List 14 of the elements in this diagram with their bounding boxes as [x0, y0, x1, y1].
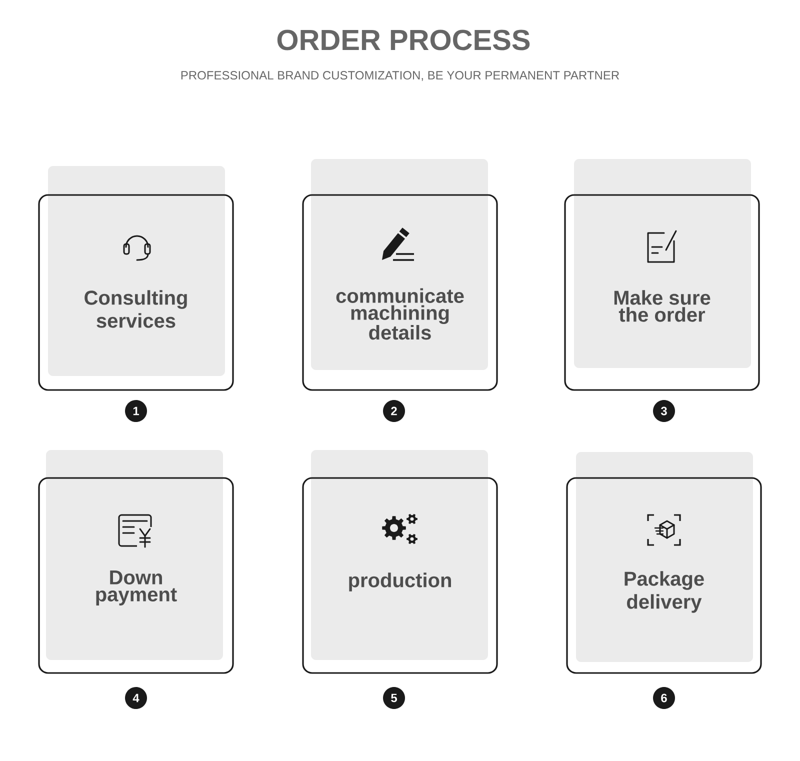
step-card: production: [302, 450, 498, 674]
step-number: 3: [653, 400, 675, 422]
step-card: Package delivery: [566, 452, 762, 674]
step-card: Make sure the order: [564, 159, 760, 391]
step-card: communicate machining details: [302, 159, 498, 391]
title: ORDER PROCESS: [277, 30, 530, 50]
step-number: 2: [383, 400, 405, 422]
step-number: 4: [125, 687, 147, 709]
step-card: Consulting services: [38, 166, 234, 391]
step-number: 1: [125, 400, 147, 422]
subtitle: PROFESSIONAL BRAND CUSTOMIZATION, BE YOUR PERMANENT PARTNER: [181, 71, 620, 81]
step-number: 6: [653, 687, 675, 709]
step-card: Down payment: [38, 450, 234, 674]
step-number: 5: [383, 687, 405, 709]
